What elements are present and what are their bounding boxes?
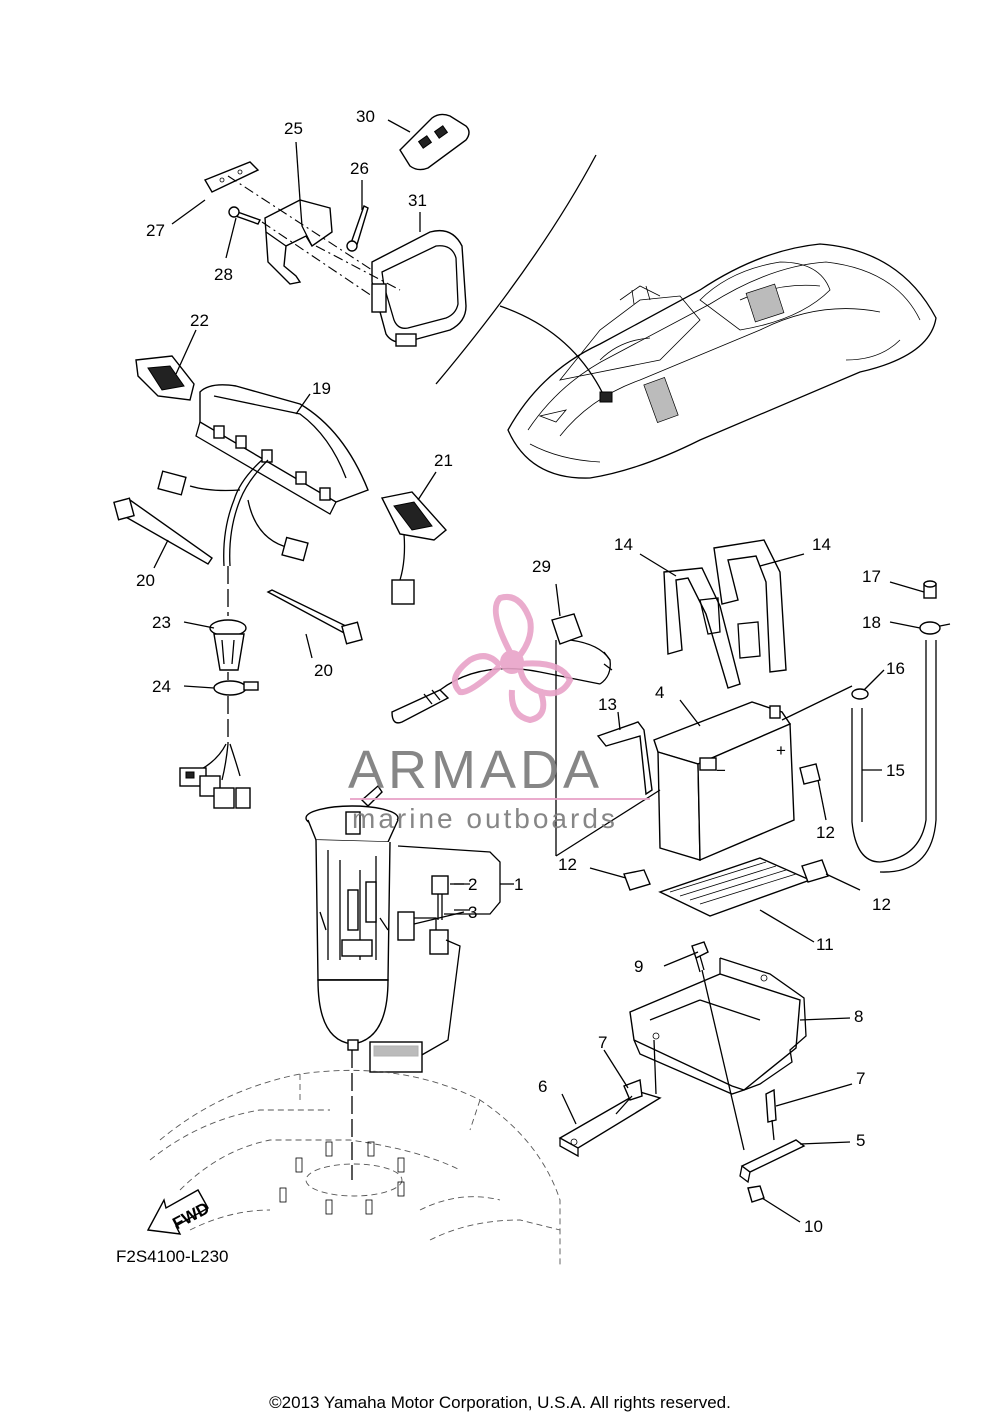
bolt-part-9 bbox=[691, 941, 709, 973]
copyright-notice: ©2013 Yamaha Motor Corporation, U.S.A. A… bbox=[269, 1393, 731, 1412]
cable-tie-part-20-lower bbox=[266, 589, 363, 645]
label-19: 19 bbox=[312, 379, 331, 398]
label-14-left: 14 bbox=[614, 535, 633, 554]
pad-part-12-a bbox=[623, 869, 651, 891]
meter-part-19 bbox=[195, 384, 369, 515]
leader-to-watercraft-2 bbox=[499, 305, 603, 393]
diagram-code: F2S4100-L230 bbox=[116, 1247, 228, 1266]
cover-part-21 bbox=[380, 491, 448, 605]
label-11: 11 bbox=[816, 935, 834, 954]
sender-part-3 bbox=[369, 911, 461, 1073]
label-25: 25 bbox=[284, 119, 303, 138]
leader-lines bbox=[153, 119, 925, 1223]
cover-part-22 bbox=[135, 355, 195, 401]
grommet-part-23 bbox=[209, 619, 247, 671]
leader-to-watercraft bbox=[435, 154, 597, 385]
label-28: 28 bbox=[214, 265, 233, 284]
label-9: 9 bbox=[634, 957, 643, 976]
clip-part-18 bbox=[919, 621, 951, 635]
label-30: 30 bbox=[356, 107, 375, 126]
cable-tie-part-20-upper bbox=[113, 497, 213, 565]
harness-connectors bbox=[179, 743, 251, 809]
label-6: 6 bbox=[538, 1077, 547, 1096]
pad-part-12-c bbox=[799, 763, 821, 785]
hose-part-15 bbox=[851, 640, 937, 873]
meter-harness bbox=[157, 459, 309, 567]
fuel-pump-part-1 bbox=[305, 784, 399, 1051]
propeller-icon bbox=[451, 594, 574, 697]
label-20-lower: 20 bbox=[314, 661, 333, 680]
label-23: 23 bbox=[152, 613, 171, 632]
label-29: 29 bbox=[532, 557, 551, 576]
pad-part-13 bbox=[596, 721, 653, 796]
watermark-brand: ARMADA bbox=[348, 740, 603, 800]
bracket-part-5 bbox=[739, 1139, 806, 1184]
label-8: 8 bbox=[854, 1007, 863, 1026]
label-7-right: 7 bbox=[856, 1069, 865, 1088]
clip-part-16 bbox=[851, 688, 869, 700]
watercraft-outline bbox=[507, 243, 937, 479]
fwd-arrow-icon: FWD bbox=[146, 1189, 213, 1235]
label-5: 5 bbox=[856, 1131, 865, 1150]
label-20-upper: 20 bbox=[136, 571, 155, 590]
watermark-logo: ARMADA marine outboards bbox=[348, 594, 650, 834]
nut-part-10 bbox=[747, 1185, 765, 1203]
sensor-part-29 bbox=[391, 613, 613, 856]
vent-fitting-part-17 bbox=[923, 580, 937, 599]
label-13: 13 bbox=[598, 695, 617, 714]
svg-text:−: − bbox=[716, 761, 726, 780]
pin-part-28 bbox=[228, 206, 261, 225]
label-16: 16 bbox=[886, 659, 905, 678]
svg-text:+: + bbox=[776, 741, 786, 760]
label-3: 3 bbox=[468, 903, 477, 922]
label-26: 26 bbox=[350, 159, 369, 178]
part-number-labels: 1 2 3 4 5 6 7 7 8 9 10 11 12 12 12 12 13… bbox=[136, 107, 905, 1236]
pin-part-26 bbox=[346, 205, 369, 252]
label-7-left: 7 bbox=[598, 1033, 607, 1052]
band-part-24 bbox=[213, 680, 259, 696]
connector-part-2 bbox=[431, 875, 449, 920]
battery-band-part-14-left bbox=[663, 567, 741, 689]
label-2: 2 bbox=[468, 875, 477, 894]
label-24: 24 bbox=[152, 677, 171, 696]
label-31: 31 bbox=[408, 191, 427, 210]
label-12-c: 12 bbox=[872, 895, 891, 914]
label-4: 4 bbox=[655, 683, 664, 702]
label-1: 1 bbox=[514, 875, 523, 894]
label-27: 27 bbox=[146, 221, 165, 240]
bolt-part-7-left bbox=[615, 1079, 643, 1115]
label-12-b: 12 bbox=[558, 855, 577, 874]
hull-outline bbox=[149, 1069, 561, 1266]
label-10: 10 bbox=[804, 1217, 823, 1236]
label-14-right: 14 bbox=[812, 535, 831, 554]
bracket-part-25 bbox=[264, 199, 333, 285]
bracket-part-6 bbox=[558, 1091, 662, 1158]
label-18: 18 bbox=[862, 613, 881, 632]
control-unit-part-31 bbox=[371, 229, 467, 347]
battery-box-part-8 bbox=[629, 957, 807, 1095]
tray-part-11 bbox=[658, 857, 812, 917]
remote-control-part-30 bbox=[399, 113, 470, 171]
label-21: 21 bbox=[434, 451, 453, 470]
watermark-tagline: marine outboards bbox=[352, 803, 618, 834]
bolt-part-7-right bbox=[765, 1088, 777, 1141]
plate-part-27 bbox=[203, 161, 260, 193]
label-15: 15 bbox=[886, 761, 905, 780]
label-22: 22 bbox=[190, 311, 209, 330]
label-12-a: 12 bbox=[816, 823, 835, 842]
label-17: 17 bbox=[862, 567, 881, 586]
pad-part-12-b bbox=[801, 859, 829, 883]
battery-part-4: + − bbox=[653, 701, 795, 862]
